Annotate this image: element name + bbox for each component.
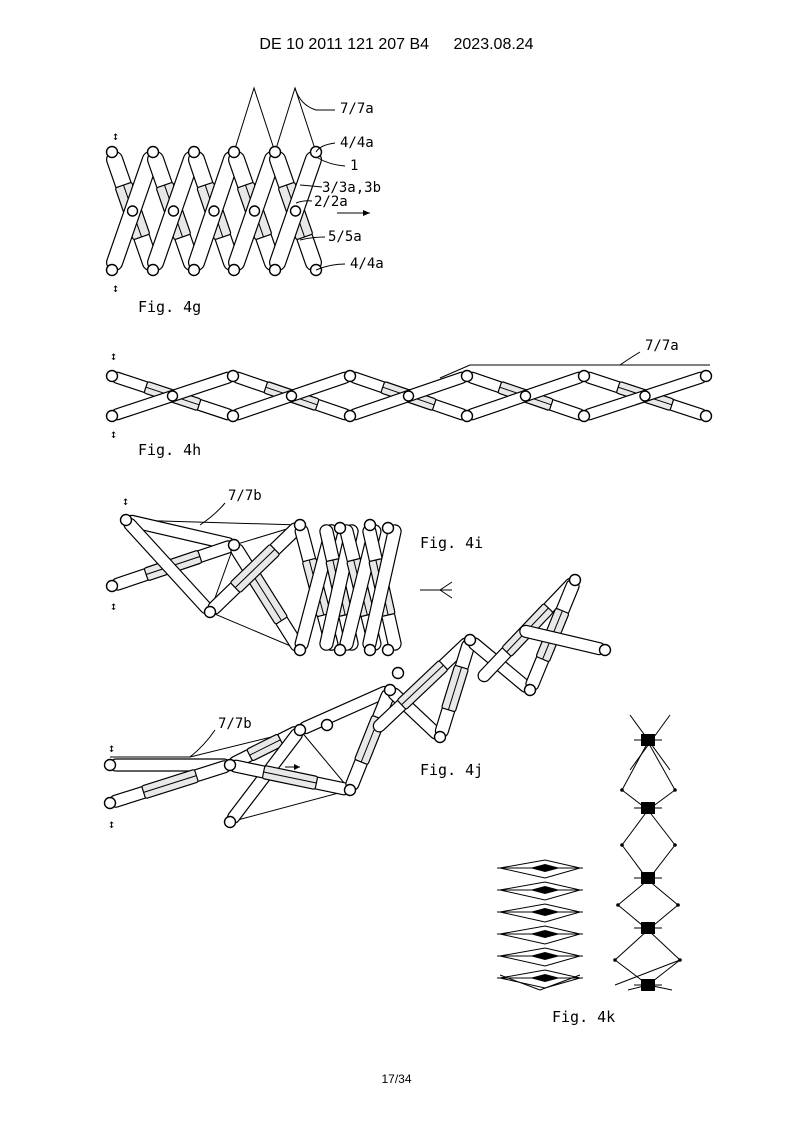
label-3-3a-3b: 3/3a,3b xyxy=(322,180,381,196)
pivot-joint xyxy=(577,369,591,383)
pivot-joint xyxy=(343,409,357,423)
pivot-joint xyxy=(167,205,180,217)
label-7-7a: 7/7a xyxy=(340,101,374,117)
pivot-joint xyxy=(523,683,537,697)
page-number: 17/34 xyxy=(381,1072,412,1086)
pivot-joint xyxy=(146,263,160,277)
label-4-4a-top: 4/4a xyxy=(340,135,374,151)
svg-text:↕: ↕ xyxy=(108,817,115,831)
pivot-joint xyxy=(333,643,347,657)
pivot-joint xyxy=(268,263,282,277)
pivot-joint xyxy=(460,369,474,383)
pivot-joint xyxy=(105,263,119,277)
pivot-joint xyxy=(381,643,395,657)
figure-4h: ↕ ↕ 7/7a Fig. 4h xyxy=(105,338,713,459)
pivot-joint xyxy=(146,145,160,159)
scissor-link xyxy=(228,726,302,769)
figure-4j: ↕ ↕ 7/7b Fig. 4j xyxy=(103,573,612,831)
figure-4k: Fig. 4k xyxy=(497,714,682,1026)
label-7-7b-fig4i: 7/7b xyxy=(228,488,262,504)
pivot-joint xyxy=(568,573,582,587)
svg-text:↕: ↕ xyxy=(112,281,119,295)
pivot-joint xyxy=(699,409,713,423)
label-2-2a: 2/2a xyxy=(314,194,348,210)
pivot-joint xyxy=(460,409,474,423)
figure-4g: ↕ ↕ 7/7a 4/4a 1 3/3a,3b 2/2a 5/5a 4/4a F… xyxy=(105,86,384,316)
pivot-joint xyxy=(519,390,532,402)
pivot-joint xyxy=(103,796,117,810)
pivot-joint xyxy=(119,513,133,527)
pivot-joint xyxy=(293,643,307,657)
figure-4i: ↕ ↕ 7/7b Fig. 4i xyxy=(105,488,483,657)
pivot-joint xyxy=(187,263,201,277)
pivot-joint xyxy=(383,683,397,697)
svg-text:↕: ↕ xyxy=(110,349,117,363)
pivot-joint xyxy=(463,633,477,647)
svg-text:↕: ↕ xyxy=(112,129,119,143)
pivot-joint xyxy=(103,758,117,772)
caption-fig-4k: Fig. 4k xyxy=(552,1008,615,1026)
label-4-4a-bottom: 4/4a xyxy=(350,256,384,272)
pivot-joint xyxy=(166,390,179,402)
pivot-joint xyxy=(208,205,220,217)
pivot-joint xyxy=(577,409,591,423)
label-5-5a: 5/5a xyxy=(328,229,362,245)
pivot-joint xyxy=(268,145,282,159)
scissor-link xyxy=(207,522,303,615)
page-header: DE 10 2011 121 207 B4 2023.08.24 xyxy=(0,36,793,54)
pivot-joint xyxy=(227,263,241,277)
label-7-7b-fig4j: 7/7b xyxy=(218,716,252,732)
caption-fig-4i: Fig. 4i xyxy=(420,534,483,552)
pivot-joint xyxy=(105,409,119,423)
caption-fig-4j: Fig. 4j xyxy=(420,761,483,779)
pivot-joint xyxy=(293,723,307,737)
pivot-joint xyxy=(381,521,395,535)
pivot-joint xyxy=(363,518,377,532)
pivot-joint xyxy=(402,390,415,402)
pivot-joint xyxy=(227,538,241,552)
pivot-joint xyxy=(203,605,217,619)
pivot-joint xyxy=(105,145,119,159)
pivot-joint xyxy=(333,521,347,535)
pivot-joint xyxy=(293,518,307,532)
document-date: 2023.08.24 xyxy=(453,36,534,53)
pivot-joint xyxy=(639,390,651,402)
scissor-link xyxy=(109,760,231,808)
pivot-joint xyxy=(223,758,237,772)
pivot-joint xyxy=(187,145,201,159)
label-7-7a-fig4h: 7/7a xyxy=(645,338,679,354)
caption-fig-4g: Fig. 4g xyxy=(138,298,201,316)
caption-fig-4h: Fig. 4h xyxy=(138,441,201,459)
pivot-joint xyxy=(227,145,241,159)
pivot-joint xyxy=(126,205,139,217)
svg-text:↕: ↕ xyxy=(108,741,115,755)
pivot-joint xyxy=(320,718,334,732)
pivot-joint xyxy=(105,369,119,383)
svg-text:↕: ↕ xyxy=(122,494,129,508)
svg-text:↕: ↕ xyxy=(110,599,117,613)
svg-text:↕: ↕ xyxy=(110,427,117,441)
pivot-joint xyxy=(285,390,298,402)
pivot-joint xyxy=(598,643,612,657)
document-id: DE 10 2011 121 207 B4 xyxy=(259,36,430,53)
pivot-joint xyxy=(699,369,713,383)
pivot-joint xyxy=(343,369,357,383)
pivot-joint xyxy=(343,783,357,797)
pivot-joint xyxy=(363,643,377,657)
pivot-joint xyxy=(226,409,240,423)
pivot-joint xyxy=(105,579,119,593)
pivot-joint xyxy=(223,815,237,829)
pivot-joint xyxy=(226,369,240,383)
pivot-joint xyxy=(248,205,261,217)
pivot-joint xyxy=(433,730,447,744)
pivot-joint xyxy=(289,205,302,217)
label-1: 1 xyxy=(350,158,358,174)
pivot-joint xyxy=(391,666,405,680)
